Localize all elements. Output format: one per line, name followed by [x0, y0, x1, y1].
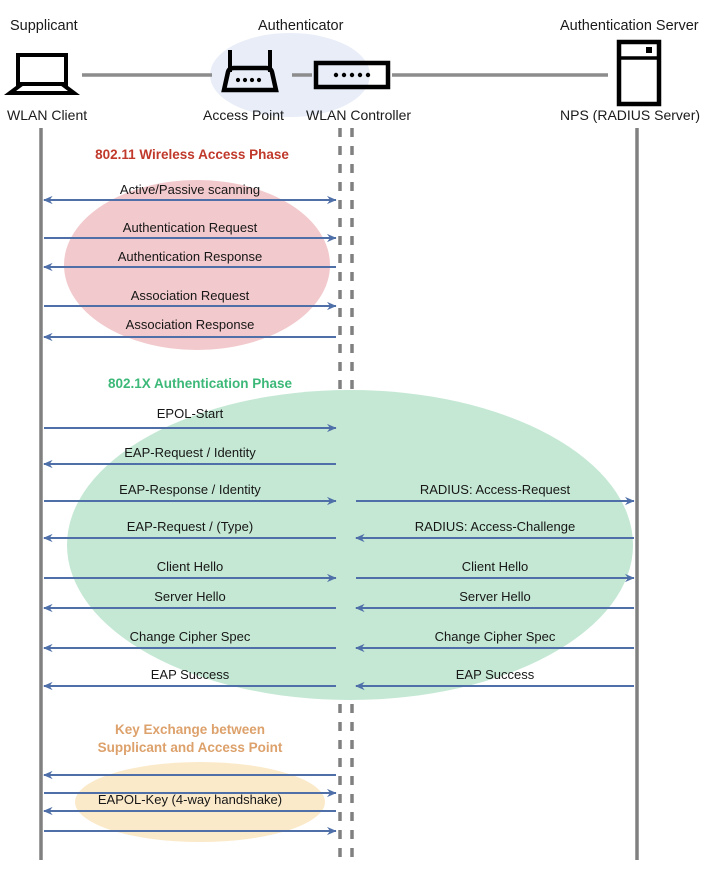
msg-authentication-request: Authentication Request — [122, 220, 258, 235]
arrows-dot1x-left — [43, 423, 337, 691]
arrows-key-exchange — [43, 770, 337, 836]
phase-ellipse-dot1x-auth — [67, 390, 633, 700]
phase-label-key-exchange-line1: Key Exchange between — [114, 722, 266, 737]
msg-server-hello-left: Server Hello — [154, 589, 226, 604]
phase-label-wireless-access: 802.11 Wireless Access Phase — [95, 147, 289, 162]
actor-device-wlan-client: WLAN Client — [7, 107, 88, 123]
msg-client-hello-right: Client Hello — [461, 559, 529, 574]
laptop-icon — [3, 53, 80, 95]
actor-role-supplicant: Supplicant — [10, 18, 78, 34]
msg-epol-start: EPOL-Start — [156, 406, 224, 421]
phase-ellipse-key-exchange — [75, 762, 325, 842]
authenticator-halo — [210, 33, 370, 117]
laptop-base — [10, 91, 74, 95]
msg-client-hello-left: Client Hello — [156, 559, 224, 574]
msg-association-request: Association Request — [130, 288, 250, 303]
msg-eap-request-identity: EAP-Request / Identity — [124, 445, 256, 460]
access-point-icon — [221, 50, 279, 93]
msg-radius-access-request: RADIUS: Access-Request — [419, 482, 571, 497]
msg-eap-response-identity: EAP-Response / Identity — [119, 482, 261, 497]
msg-change-cipher-spec-left: Change Cipher Spec — [129, 629, 251, 644]
msg-eap-success-right: EAP Success — [455, 667, 535, 682]
server-icon — [616, 39, 662, 107]
msg-authentication-response: Authentication Response — [117, 249, 263, 264]
msg-eap-success-left: EAP Success — [150, 667, 230, 682]
phase-label-key-exchange-line2: Supplicant and Access Point — [97, 740, 283, 755]
wlan-controller-icon — [313, 60, 391, 90]
arrows-dot1x-right — [355, 496, 635, 691]
actor-device-wlan-controller: WLAN Controller — [306, 107, 412, 123]
phase-ellipse-wireless-access — [64, 180, 330, 350]
actor-device-nps: NPS (RADIUS Server) — [560, 107, 701, 123]
msg-server-hello-right: Server Hello — [459, 589, 531, 604]
arrows-wireless-access — [43, 195, 337, 342]
msg-eap-request-type: EAP-Request / (Type) — [126, 519, 254, 534]
msg-change-cipher-spec-right: Change Cipher Spec — [434, 629, 556, 644]
actor-device-access-point: Access Point — [203, 107, 284, 123]
msg-active-passive-scanning: Active/Passive scanning — [119, 182, 261, 197]
actor-role-authenticator: Authenticator — [258, 18, 344, 34]
actor-role-auth-server: Authentication Server — [560, 18, 699, 34]
phase-label-dot1x-auth: 802.1X Authentication Phase — [107, 376, 293, 391]
msg-radius-access-challenge: RADIUS: Access-Challenge — [414, 519, 576, 534]
msg-association-response: Association Response — [125, 317, 255, 332]
msg-eapol-key-4way-handshake: EAPOL-Key (4-way handshake) — [97, 792, 283, 807]
